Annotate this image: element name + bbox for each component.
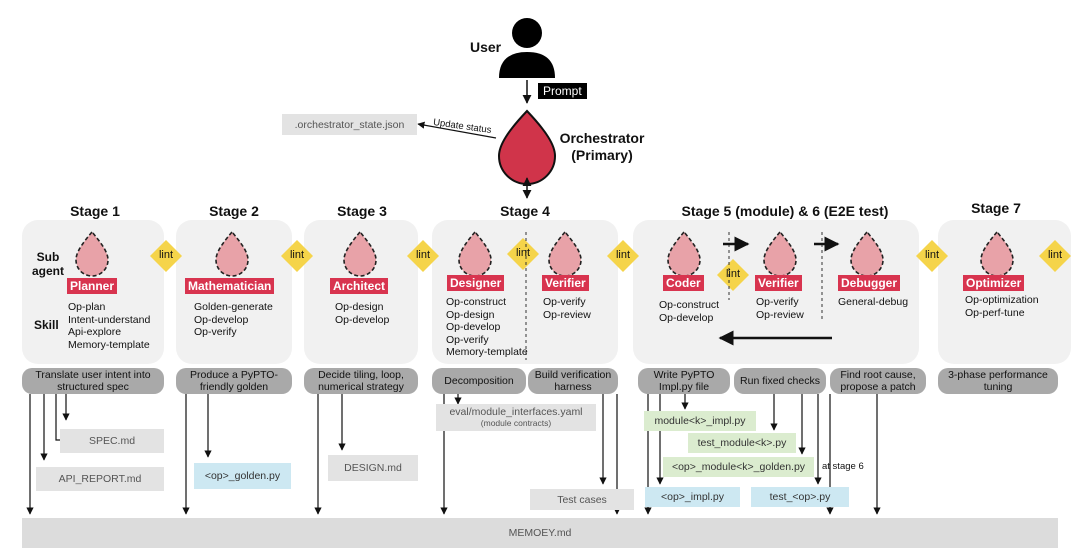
lint-diamond-4 [507,238,539,270]
test-module-file: test_module<k>.py [688,433,796,453]
api-report-file: API_REPORT.md [36,467,164,491]
verifier-s4-drop-icon [548,230,582,277]
user-label: User [470,39,502,55]
lint-diamond-7 [916,240,948,272]
mathematician-purpose: Produce a PyPTO-friendly golden [176,368,292,394]
skill-label: Skill [34,318,59,332]
verifier-s56-purpose: Run fixed checks [734,368,826,394]
planner-badge: Planner [67,278,118,294]
optimizer-drop-icon [980,230,1014,277]
lint-diamond-1 [150,240,182,272]
verifier-s56-skills: Op-verify Op-review [756,296,804,321]
prompt-label: Prompt [538,83,587,99]
architect-purpose: Decide tiling, loop, numerical strategy [304,368,418,394]
verifier-s4-purpose: Build verification harness [528,368,618,394]
optimizer-skills: Op-optimization Op-perf-tune [965,294,1039,319]
design-file: DESIGN.md [328,455,418,481]
architect-skills: Op-design Op-develop [335,301,390,326]
sub-agent-label: Sub agent [32,250,65,278]
orchestrator-title: Orchestrator (Primary) [559,130,645,163]
orchestrator-drop-icon [497,109,557,185]
designer-drop-icon [458,230,492,277]
lint-label-4: lint [515,247,531,259]
lint-diamond-8 [1039,240,1071,272]
update-status-arrow [417,121,497,139]
coder-badge: Coder [663,275,704,291]
planner-purpose: Translate user intent into structured sp… [22,368,164,394]
optimizer-badge: Optimizer [963,275,1025,291]
stage4-title: Stage 4 [500,203,550,219]
architect-badge: Architect [330,278,389,294]
orchestrator-state-file: .orchestrator_state.json [282,114,417,135]
verifier-s56-badge: Verifier [755,275,802,291]
verifier-s4-skills: Op-verify Op-review [543,296,591,321]
stage56-title: Stage 5 (module) & 6 (E2E test) [681,203,889,219]
lint-label-7: lint [924,249,940,261]
lint-diamond-5 [607,240,639,272]
test-op-file: test_<op>.py [751,487,849,507]
designer-purpose: Decomposition [432,368,526,394]
optimizer-purpose: 3-phase performance tuning [938,368,1058,394]
user-icon [499,18,555,78]
debugger-drop-icon [850,230,884,277]
debugger-skills: General-debug [838,296,909,308]
architect-drop-icon [343,230,377,277]
designer-skills: Op-construct Op-design Op-develop Op-ver… [446,296,528,359]
lint-label-8: lint [1047,249,1063,261]
golden-file: <op>_golden.py [194,463,291,489]
lint-diamond-2 [281,240,313,272]
lint-diamond-3 [407,240,439,272]
coder-drop-icon [667,230,701,277]
stage1-title: Stage 1 [70,203,120,219]
lint-label-2: lint [289,249,305,261]
at-stage6-label: at stage 6 [822,461,864,472]
coder-skills: Op-construct Op-develop [659,299,720,324]
lint-label-3: lint [415,249,431,261]
lint-diamond-6 [717,259,749,291]
mathematician-badge: Mathematician [185,278,275,294]
mathematician-skills: Golden-generate Op-develop Op-verify [194,301,273,339]
lint-label-1: lint [158,249,174,261]
lint-label-6: lint [725,268,741,280]
verifier-s56-drop-icon [763,230,797,277]
memory-file: MEMOEY.md [22,518,1058,548]
op-impl-file: <op>_impl.py [645,487,740,507]
interfaces-file: eval/module_interfaces.yaml (module cont… [436,404,596,431]
module-golden-file: <op>_module<k>_golden.py [663,457,814,477]
stage3-title: Stage 3 [337,203,387,219]
stage7-title: Stage 7 [971,200,1021,216]
coder-purpose: Write PyPTO Impl.py file [638,368,730,394]
lint-label-5: lint [615,249,631,261]
stage2-title: Stage 2 [209,203,259,219]
debugger-purpose: Find root cause, propose a patch [830,368,926,394]
test-cases-file: Test cases [530,489,634,510]
designer-badge: Designer [447,275,505,291]
planner-skills: Op-plan Intent-understand Api-explore Me… [68,301,151,351]
mathematician-drop-icon [215,230,249,277]
spec-file: SPEC.md [60,429,164,453]
debugger-badge: Debugger [838,275,901,291]
module-impl-file: module<k>_impl.py [644,411,756,431]
planner-drop-icon [75,230,109,277]
verifier-s4-badge: Verifier [542,275,589,291]
